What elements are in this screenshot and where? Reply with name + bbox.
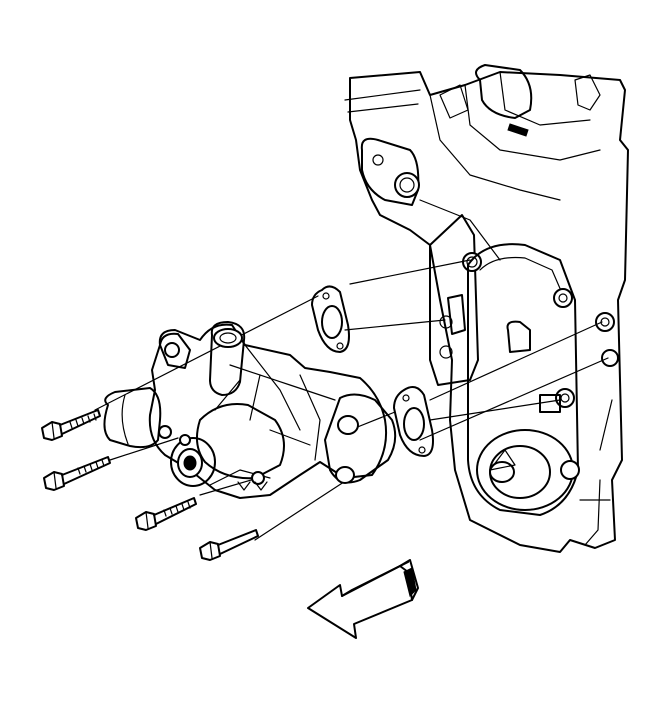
water-pump-bolt-3 [135, 497, 197, 531]
water-pump [103, 321, 397, 499]
water-pump-bolt-2 [43, 456, 111, 491]
water-pump-gasket-upper [311, 285, 350, 353]
water-pump-bolt-4 [199, 529, 259, 561]
engine-front-cover [344, 64, 629, 553]
front-of-vehicle-arrow [307, 559, 419, 639]
water-pump-gasket-lower [393, 385, 434, 457]
alignment-lines [94, 259, 609, 541]
water-pump-bolt-1 [41, 409, 101, 441]
